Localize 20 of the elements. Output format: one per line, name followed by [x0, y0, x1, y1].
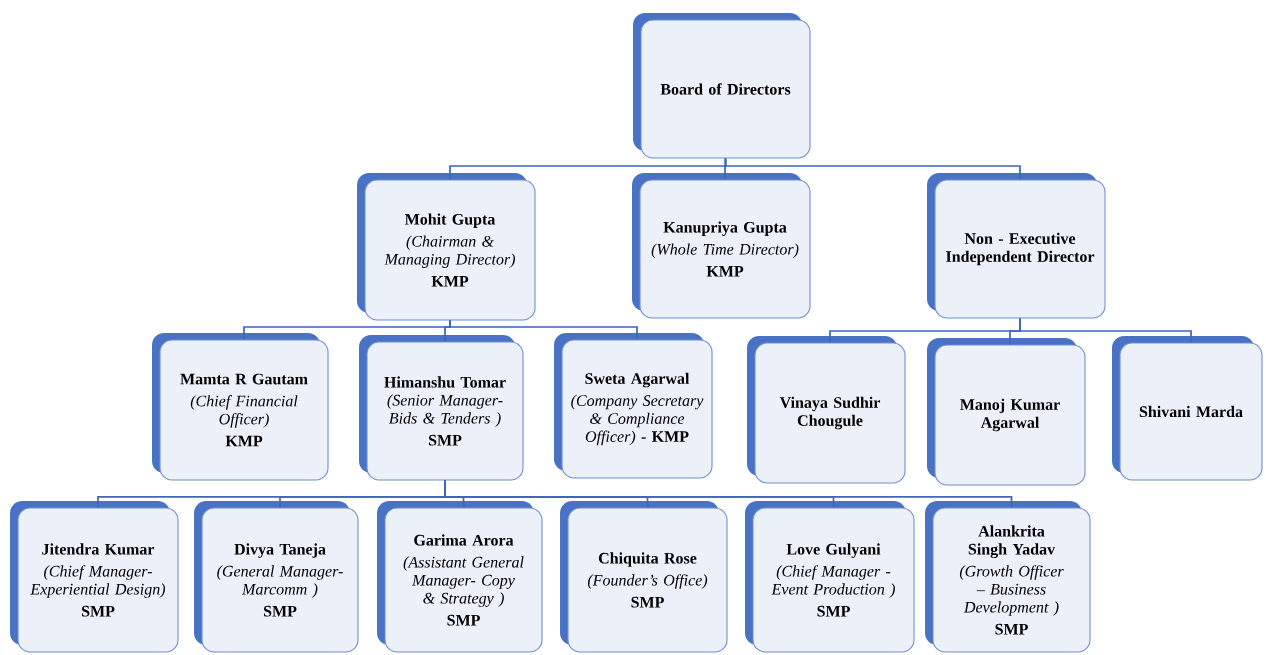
org-box: Divya Taneja (General Manager-Marcomm ) SMP [194, 501, 359, 653]
org-box: Love Gulyani (Chief Manager - Event Production ) SMP [745, 501, 915, 653]
connector-line [444, 479, 1013, 509]
org-box: Manoj Kumar Agarwal [927, 338, 1086, 486]
org-box: Alankrita Singh Yadav (Growth Officer – Business Development ) SMP [925, 501, 1091, 653]
org-box: Shivani Marda [1112, 336, 1263, 481]
connector-line [724, 157, 1021, 181]
org-box: Jitendra Kumar (Chief Manager-Experiential Design) SMP [10, 501, 179, 653]
org-box: Sweta Agarwal (Company Secretary & Compliance Officer) - KMP [554, 333, 713, 479]
org-box: Kanupriya Gupta (Whole Time Director) KMP [632, 173, 811, 319]
org-box: Garima Arora (Assistant General Manager- Copy & Strategy ) SMP [377, 501, 543, 653]
org-box: Himanshu Tomar (Senior Manager-Bids & Tenders ) SMP [359, 335, 524, 481]
org-box: Mohit Gupta (Chairman & Managing Director) KMP [357, 173, 536, 321]
org-box: Mamta R Gautam (Chief Financial Officer) KMP [152, 333, 329, 481]
org-box: Chiquita Rose (Founder’s Office) SMP [560, 501, 728, 653]
org-box: Non - Executive Independent Director [927, 173, 1106, 319]
connector-line [449, 319, 638, 341]
org-box: Vinaya Sudhir Chougule [747, 336, 906, 484]
org-box: Board of Directors [633, 13, 811, 159]
connector-line [1019, 317, 1192, 344]
